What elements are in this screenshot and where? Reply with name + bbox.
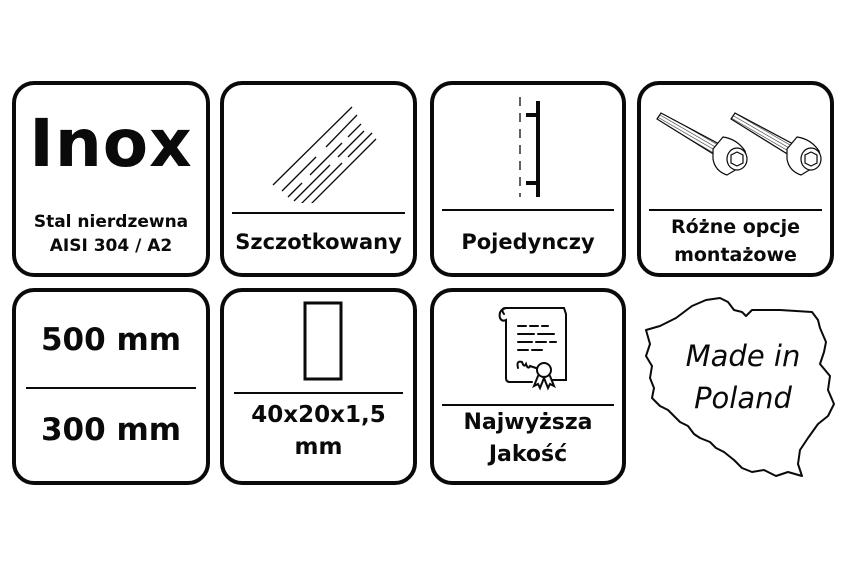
type-label: Pojedynczy bbox=[461, 230, 595, 254]
quality-line2: Jakość bbox=[488, 442, 568, 467]
length-value: 500 mm bbox=[40, 322, 182, 358]
origin-line2: Poland bbox=[694, 381, 792, 415]
material-title: Inox bbox=[29, 105, 193, 182]
poland-map-icon bbox=[640, 286, 846, 482]
divider bbox=[442, 209, 614, 211]
material-line1: Stal nierdzewna bbox=[33, 212, 189, 232]
divider bbox=[442, 404, 614, 406]
tile-quality: Najwyższa Jakość bbox=[430, 288, 626, 485]
divider bbox=[234, 392, 403, 394]
divider bbox=[26, 387, 196, 389]
tile-dimensions: 500 mm 300 mm bbox=[12, 288, 210, 485]
spacing-value: 300 mm bbox=[40, 412, 182, 448]
finish-label: Szczotkowany bbox=[235, 230, 402, 254]
material-line2: AISI 304 / A2 bbox=[49, 236, 173, 256]
screws-icon bbox=[649, 109, 831, 189]
divider bbox=[649, 209, 822, 211]
tile-type: Pojedynczy bbox=[430, 81, 626, 277]
mounting-line1: Różne opcje bbox=[670, 216, 801, 238]
profile-line2: mm bbox=[294, 434, 343, 460]
profile-line1: 40x20x1,5 bbox=[251, 402, 386, 428]
certificate-icon bbox=[494, 306, 574, 392]
divider bbox=[232, 212, 405, 214]
tile-origin: Made in Poland bbox=[640, 286, 846, 482]
brushed-surface-icon bbox=[264, 93, 384, 203]
rectangle-profile-icon bbox=[303, 301, 343, 381]
single-handle-icon bbox=[514, 95, 554, 199]
tile-profile: 40x20x1,5 mm bbox=[220, 288, 417, 485]
origin-line1: Made in bbox=[685, 339, 801, 373]
mounting-line2: montażowe bbox=[674, 244, 797, 266]
tile-mounting: Różne opcje montażowe bbox=[637, 81, 834, 277]
quality-line1: Najwyższa bbox=[463, 410, 593, 435]
tile-material: Inox Stal nierdzewna AISI 304 / A2 bbox=[12, 81, 210, 277]
tile-finish: Szczotkowany bbox=[220, 81, 417, 277]
